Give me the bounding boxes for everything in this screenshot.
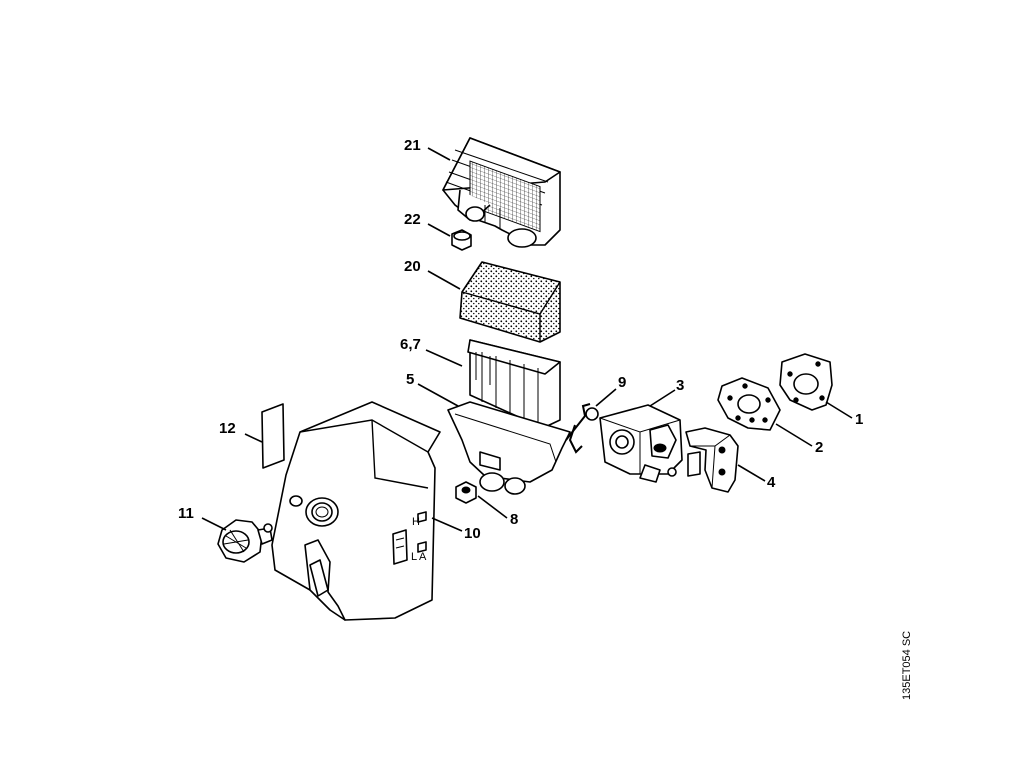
leader-2 (775, 423, 813, 447)
leader-8 (477, 495, 508, 519)
cover-marking-l: L (411, 551, 417, 563)
leader-12 (244, 433, 263, 443)
part-21-air-filter (442, 137, 561, 248)
callout-20: 20 (404, 258, 421, 275)
callout-22: 22 (404, 211, 421, 228)
callout-10: 10 (464, 525, 481, 542)
leader-1 (825, 401, 853, 419)
callout-4: 4 (767, 474, 776, 491)
callout-3: 3 (676, 377, 684, 394)
leader-6-7 (425, 349, 463, 367)
part-5-filter-base (447, 401, 571, 495)
leader-9 (595, 388, 617, 407)
leader-10 (431, 517, 463, 532)
cover-marking-h: H (412, 516, 420, 528)
part-6-7-filter-element (467, 339, 561, 429)
leader-3 (649, 389, 676, 407)
callout-11: 11 (178, 505, 194, 522)
leader-22 (427, 223, 451, 237)
part-1-gasket (779, 353, 833, 411)
part-2-gasket (717, 377, 781, 431)
leader-21 (427, 147, 451, 161)
part-12-label (261, 403, 285, 469)
part-22-nut (451, 229, 472, 251)
cover-marking-a: A (419, 551, 427, 563)
part-8-nut (455, 481, 477, 504)
leader-20 (427, 270, 461, 290)
callout-6-7: 6,7 (400, 336, 421, 353)
leader-5 (417, 383, 459, 407)
callout-9: 9 (618, 374, 626, 391)
leader-11 (201, 517, 227, 531)
part-11-knob (217, 519, 273, 563)
part-20-foam-filter (459, 261, 561, 343)
leader-4 (737, 464, 766, 482)
callout-labels: 21 22 20 6,7 5 9 3 1 2 4 8 10 12 11 (178, 137, 863, 542)
callout-12: 12 (219, 420, 236, 437)
drawing-code: 135ET054 SC (901, 631, 913, 700)
part-10-shroud: H L A (271, 401, 441, 621)
callout-5: 5 (406, 371, 414, 388)
part-4-spacer (685, 427, 739, 493)
callout-21: 21 (404, 137, 421, 154)
leader-lines (201, 147, 853, 532)
callout-1: 1 (855, 411, 863, 428)
part-3-carburetor (599, 404, 683, 483)
part-9-throttle-rod (565, 403, 599, 454)
callout-8: 8 (510, 511, 518, 528)
callout-2: 2 (815, 439, 823, 456)
